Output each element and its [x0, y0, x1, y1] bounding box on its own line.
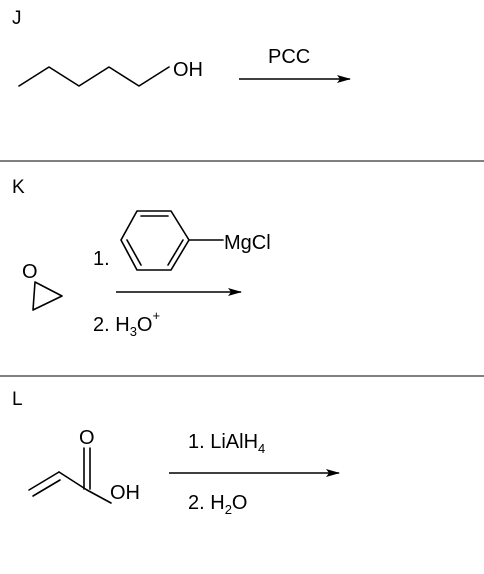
pentanol-skeleton: [18, 66, 170, 87]
vinyl-double-bond-outer: [28, 471, 60, 491]
carbonyl-oxygen-label: O: [79, 427, 95, 449]
pcc-reagent-label: PCC: [268, 46, 310, 68]
panel-l: L O OH 1. LiAlH4 2. H2O: [12, 389, 340, 517]
acrylic-c2-c1-bond: [58, 471, 88, 491]
phenyl-ring: [120, 210, 190, 271]
epoxide-oxygen-label: O: [22, 261, 38, 283]
panel-k: K O 1. MgCl 2. H3O+: [12, 177, 271, 339]
pentanol-hydroxyl-label: OH: [173, 59, 203, 81]
phenyl-double-bond-2: [167, 239, 184, 266]
epoxide-ring: [32, 281, 63, 311]
phenyl-double-bond-3: [126, 239, 142, 266]
panel-k-label: K: [12, 177, 25, 198]
acid-c-oh-bond: [86, 489, 112, 504]
panel-j-label: J: [12, 8, 22, 29]
vinyl-double-bond-inner: [32, 479, 61, 497]
step1-number-label: 1.: [93, 248, 110, 270]
acid-hydroxyl-label: OH: [110, 482, 140, 504]
step1-lialh4-label: 1. LiAlH4: [188, 431, 265, 456]
panel-j: J OH PCC: [12, 8, 351, 87]
grignard-mgcl-label: MgCl: [224, 232, 271, 254]
step2-hydronium-label: 2. H3O+: [93, 308, 160, 339]
step2-water-label: 2. H2O: [188, 492, 247, 517]
panel-l-label: L: [12, 389, 23, 410]
